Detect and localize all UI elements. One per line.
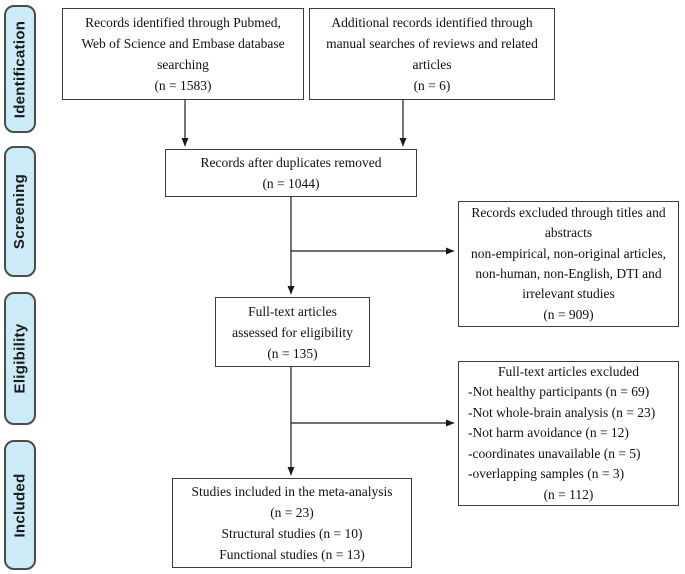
box-records-after-duplicates: Records after duplicates removed (n = 10… [165, 149, 417, 197]
box-fulltext-excluded: Full-text articles excluded -Not healthy… [458, 361, 679, 506]
box-text-line: articles [412, 57, 452, 72]
exclusion-reason: -overlapping samples (n = 3) [468, 466, 625, 482]
box-text-line: (n = 23) [270, 505, 314, 520]
box-text-line: non-human, non-English, DTI and [475, 266, 662, 281]
box-text-line: Web of Science and Embase database [81, 36, 285, 51]
box-text-line: (n = 6) [413, 78, 451, 93]
box-text-line: assessed for eligibility [232, 324, 353, 340]
box-fulltext-assessed: Full-text articles assessed for eligibil… [215, 297, 370, 367]
exclusion-reason: -Not whole-brain analysis (n = 23) [468, 404, 656, 420]
box-studies-included: Studies included in the meta-analysis (n… [172, 478, 412, 568]
box-text-line: (n = 1044) [262, 176, 320, 191]
box-text-line: non-empirical, non-original articles, [471, 245, 666, 261]
stage-identification-label: Identification [11, 20, 29, 118]
stage-included: Included [4, 440, 36, 570]
stage-eligibility-label: Eligibility [11, 323, 29, 394]
exclusion-reason: -coordinates unavailable (n = 5) [468, 445, 641, 461]
box-text-line: Structural studies (n = 10) [221, 526, 363, 541]
box-text-line: manual searches of reviews and related [326, 36, 538, 51]
box-text-line: abstracts [544, 225, 593, 241]
box-text-line: irrelevant studies [522, 286, 615, 302]
stage-screening-label: Screening [11, 173, 29, 250]
stage-identification: Identification [4, 5, 36, 133]
box-text-line: (n = 135) [267, 345, 318, 361]
stage-eligibility: Eligibility [4, 292, 36, 425]
stage-screening: Screening [4, 146, 36, 277]
box-text-line: (n = 909) [543, 306, 594, 322]
box-text-line: Additional records identified through [331, 15, 533, 30]
exclusion-reason: -Not harm avoidance (n = 12) [468, 425, 629, 441]
box-text-line: Records excluded through titles and [471, 204, 666, 220]
box-text-line: (n = 1583) [154, 78, 212, 93]
box-text-line: Records identified through Pubmed, [85, 15, 281, 30]
box-text-line: Studies included in the meta-analysis [191, 484, 393, 499]
box-text-line: Records after duplicates removed [200, 155, 382, 170]
box-records-excluded-titles: Records excluded through titles and abst… [458, 201, 679, 327]
box-text-line: searching [157, 57, 209, 72]
box-text-line: Functional studies (n = 13) [219, 547, 365, 562]
stage-included-label: Included [11, 472, 29, 538]
box-title: Full-text articles excluded [498, 364, 639, 380]
box-records-identified-databases: Records identified through Pubmed, Web o… [62, 8, 304, 100]
box-footer-count: (n = 112) [543, 486, 594, 502]
box-text-line: Full-text articles [248, 303, 337, 319]
box-additional-records-manual: Additional records identified through ma… [309, 8, 555, 100]
exclusion-reason: -Not healthy participants (n = 69) [468, 384, 650, 400]
